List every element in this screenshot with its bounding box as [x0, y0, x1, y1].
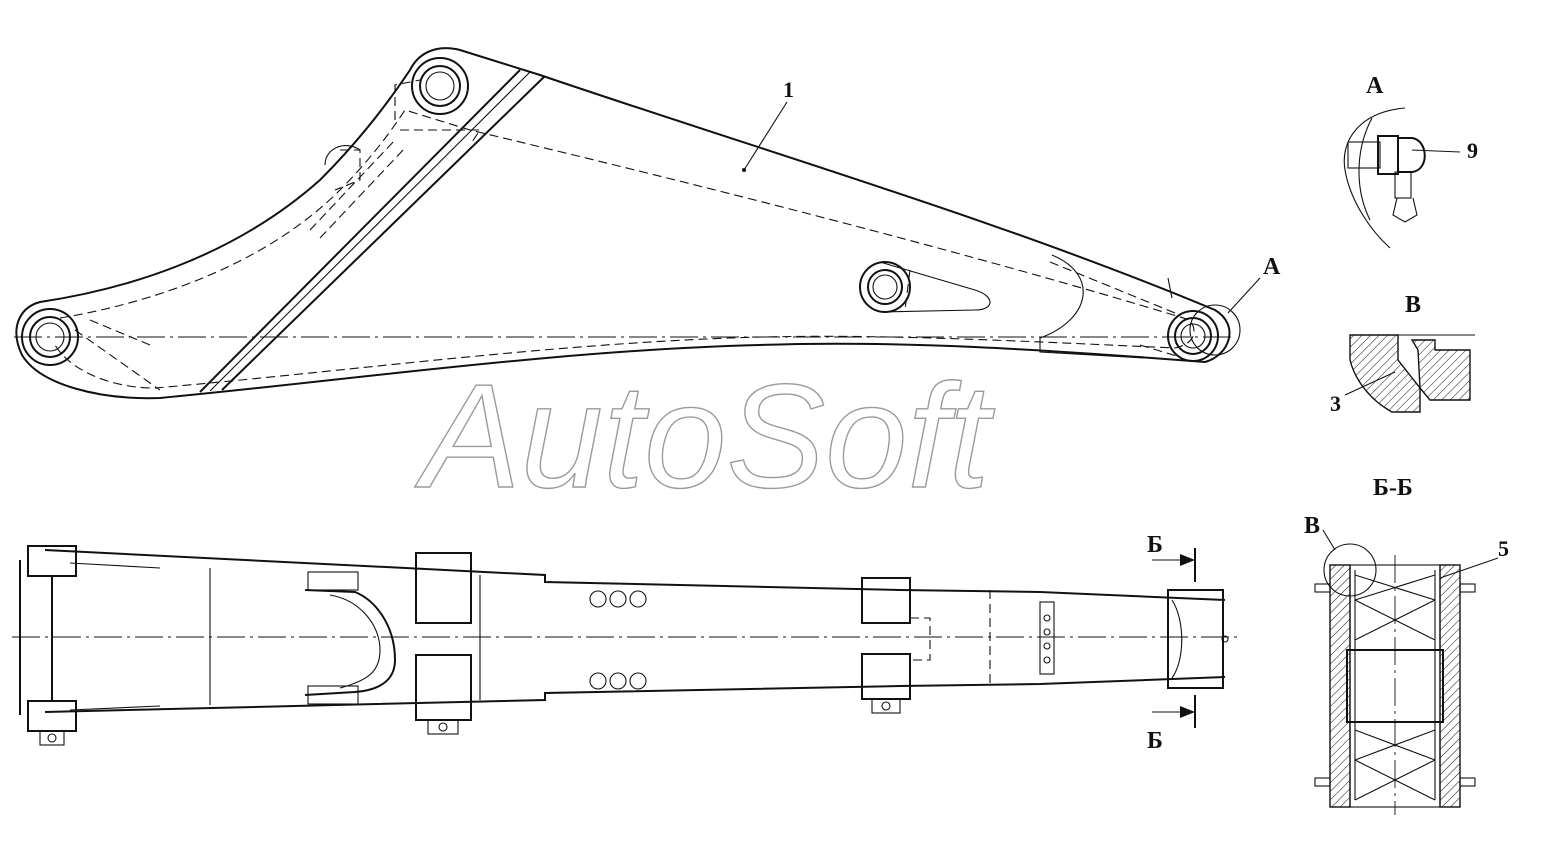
rib-line-3 [209, 71, 531, 392]
middle-lug-hidden [904, 269, 911, 311]
label-part-1: 1 [783, 77, 794, 102]
yoke-lug-bottom [307, 685, 359, 705]
yoke-u-shape [304, 589, 397, 696]
top-holes-upper [589, 590, 647, 608]
fitting-nipple [1392, 197, 1418, 223]
section-arrowhead-bottom [1180, 706, 1195, 718]
flange-bl [1314, 777, 1331, 787]
mid-boss-top [415, 552, 472, 624]
section-arrowhead-top [1180, 554, 1195, 566]
boom-outline [15, 47, 1231, 400]
pin-top [411, 57, 469, 115]
label-part-5: 5 [1498, 536, 1509, 561]
left-pin-boss-bottom [27, 700, 77, 732]
detail-a-inner-contour [1358, 117, 1373, 221]
label-section-mark-bottom: Б [1147, 728, 1163, 754]
flange-tl [1314, 583, 1331, 593]
detail-v-hatched-bushing [1410, 339, 1471, 401]
detail-a-leader [1227, 277, 1261, 314]
detail-a-boss-contour [1343, 107, 1406, 249]
mid-nut-hole [438, 722, 448, 732]
lug-contour [324, 145, 361, 166]
detail-v-view [1344, 334, 1475, 413]
flange-br [1459, 777, 1476, 787]
top-view-lower-edge [44, 676, 1226, 713]
section-bb-view [1314, 529, 1499, 815]
right-mid-hidden [910, 617, 931, 661]
yoke-inner [329, 594, 381, 689]
left-pin-nut-hole [47, 733, 57, 743]
right-end-pin-point [1221, 635, 1229, 643]
leader-part-3 [1344, 371, 1396, 396]
middle-lug [879, 261, 991, 313]
detail-a-view [1343, 107, 1461, 249]
hidden-rib [309, 139, 406, 239]
label-view-v-title: В [1405, 292, 1421, 318]
leader-part-5 [1439, 557, 1499, 579]
leader-part-9 [1411, 149, 1461, 153]
boom-side-view [14, 47, 1261, 400]
detail-v-hatched-body [1349, 334, 1421, 413]
pin-right [1167, 310, 1219, 362]
fitting-stem [1394, 171, 1412, 199]
label-view-a-marker: А [1263, 254, 1281, 280]
boom-top-view [12, 545, 1240, 746]
label-view-a-title: А [1366, 73, 1384, 99]
bracket-hidden-lines [334, 79, 482, 191]
left-plate-lower [69, 705, 161, 711]
label-part-3: 3 [1330, 391, 1341, 416]
right-mid-nut [871, 698, 901, 714]
mid-boss-bottom [415, 654, 472, 721]
leader-part-1 [743, 101, 788, 171]
right-mid-nut-hole [881, 701, 891, 711]
bracket-bolts [1043, 614, 1051, 664]
rib-line-2 [221, 75, 546, 391]
hidden-left [74, 319, 161, 391]
boom-cutout [1039, 254, 1146, 359]
fitting-hex [1377, 135, 1399, 175]
top-view-upper-edge [44, 549, 1226, 601]
detail-v-leader [1322, 529, 1336, 551]
bushing-cross-top [1354, 574, 1436, 641]
label-part-9: 9 [1467, 138, 1478, 163]
hidden-right [1049, 261, 1181, 358]
label-view-v-marker: В [1304, 513, 1320, 539]
leader-part-1-dot [742, 168, 746, 172]
right-end-housing [1167, 589, 1224, 689]
watermark-text: AutoSoft [414, 354, 996, 519]
label-section-mark-top: Б [1147, 532, 1163, 558]
flange-tr [1459, 583, 1476, 593]
rib-line-1 [199, 69, 521, 393]
bolt-bracket [1039, 601, 1055, 675]
fitting-thread [1347, 141, 1381, 169]
yoke-lug-top [307, 571, 359, 591]
left-pin-nut [39, 730, 65, 746]
grease-fitting-line [1167, 277, 1173, 299]
mid-nut [427, 719, 459, 735]
detail-v-callout-circle [1323, 543, 1377, 597]
label-section-bb: Б-Б [1373, 475, 1413, 501]
top-holes-lower [589, 672, 647, 690]
detail-a-callout-circle [1189, 304, 1241, 356]
pin-middle [859, 261, 911, 313]
right-mid-boss-bottom [861, 653, 911, 700]
fitting-head [1398, 137, 1426, 173]
right-end-curve [1171, 599, 1183, 679]
right-mid-boss-top [861, 577, 911, 624]
left-plate-upper [69, 562, 161, 569]
boom-hidden-contour [54, 109, 1195, 389]
